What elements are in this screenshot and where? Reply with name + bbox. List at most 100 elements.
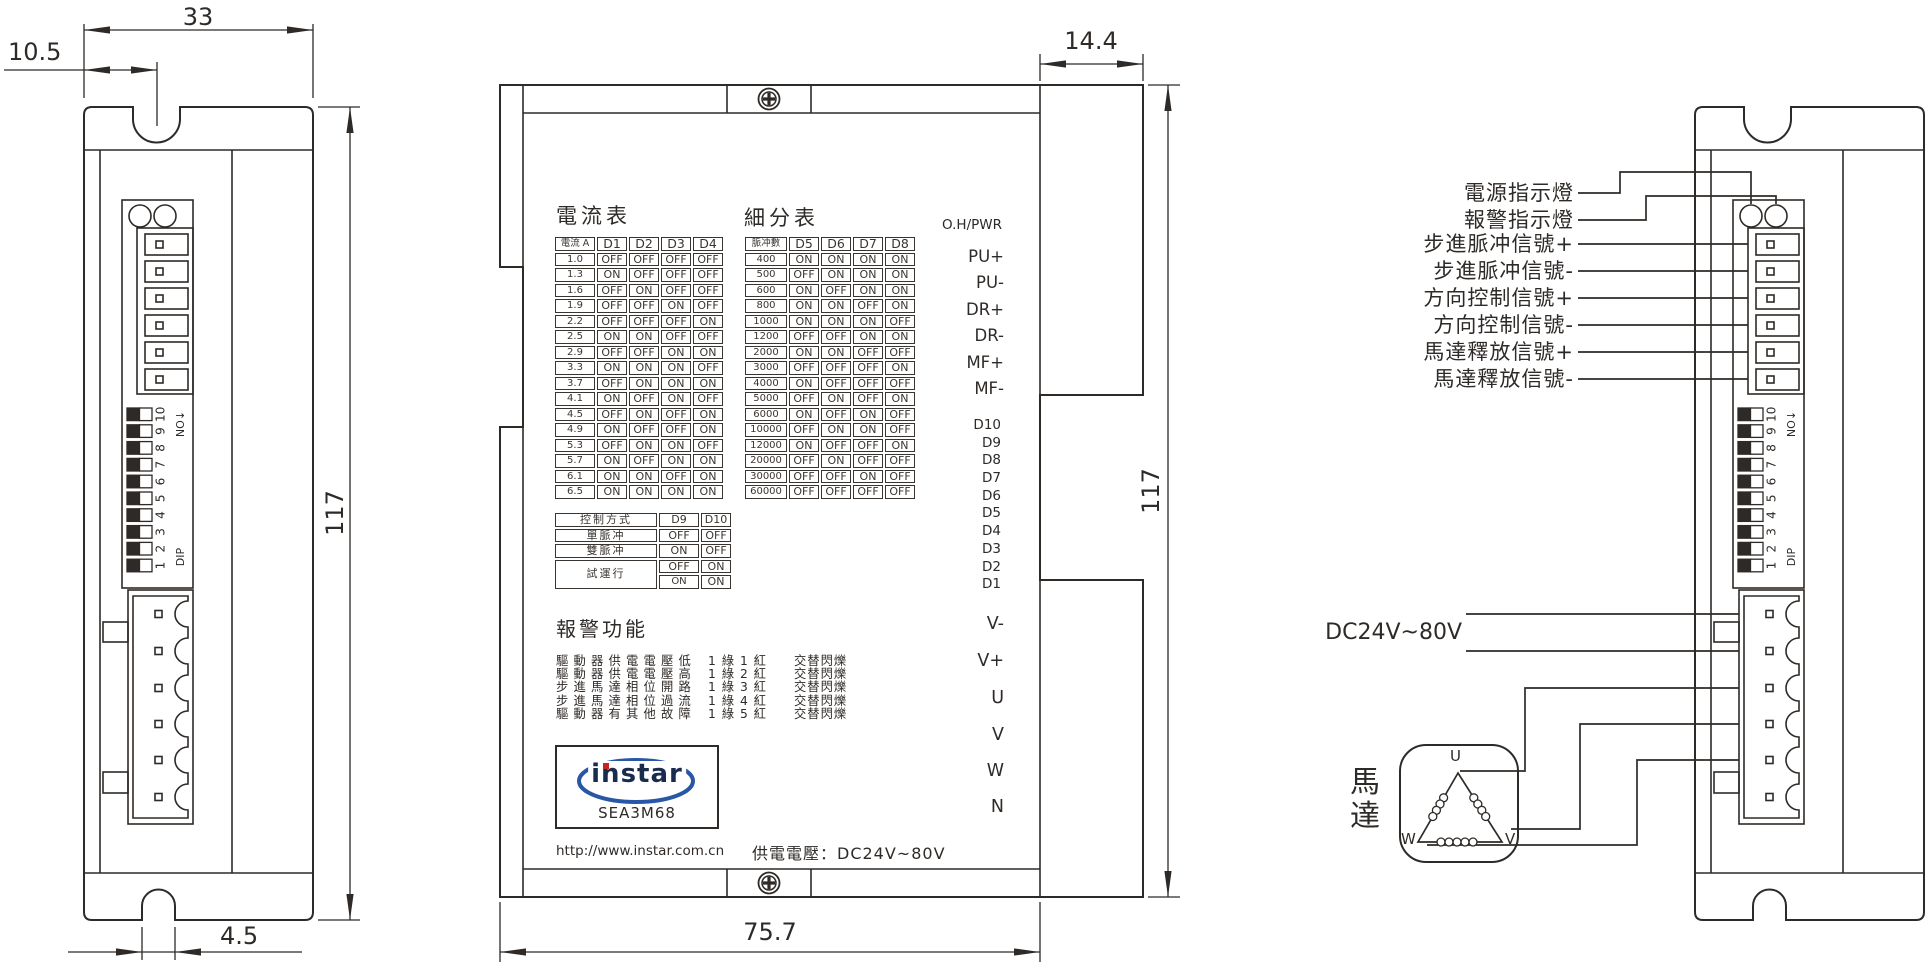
table-cell: OFF — [885, 314, 915, 328]
table-cell: ON — [661, 361, 691, 375]
alarm-title: 報警功能 — [556, 617, 648, 641]
table-cell: OFF — [821, 438, 851, 452]
table-cell: ON — [885, 299, 915, 313]
control-row-label: 試運行 — [555, 559, 657, 589]
alarm-condition: 步進馬達相位開路 — [556, 680, 696, 695]
label-pulse-plus: 步進脈冲信號+ — [1423, 232, 1574, 256]
right-side-view — [1694, 106, 1925, 921]
control-header-d10: D10 — [701, 513, 731, 527]
terminal-v-plus: V+ — [977, 651, 1004, 671]
table-cell: 60000 — [745, 485, 787, 499]
control-cell: ON — [659, 575, 699, 589]
logo-brand-text: instar — [588, 761, 686, 787]
table-cell: ON — [789, 283, 819, 297]
status-label: O.H/PWR — [942, 217, 1002, 233]
dim-height-left: 117 — [321, 490, 349, 536]
table-cell: OFF — [629, 299, 659, 313]
dim-offset-top: 10.5 — [8, 38, 62, 66]
table-cell: OFF — [597, 283, 627, 297]
alarm-row: 步進馬達相位過流 1 綠 4 紅 交替閃爍 — [556, 693, 847, 708]
table-cell: OFF — [789, 485, 819, 499]
terminal-v: V — [992, 725, 1004, 745]
alarm-signal: 1 綠 3 紅 — [708, 680, 767, 695]
table-cell: OFF — [597, 299, 627, 313]
terminal-d8: D8 — [982, 452, 1001, 468]
control-cell: ON — [701, 559, 731, 573]
table-cell: 2000 — [745, 345, 787, 359]
table-cell: ON — [661, 376, 691, 390]
label-dir-plus: 方向控制信號+ — [1423, 286, 1574, 310]
table-cell: OFF — [789, 423, 819, 437]
table-cell: 4.5 — [555, 407, 595, 421]
dimension-arrows — [84, 26, 1172, 956]
table-cell: ON — [821, 252, 851, 266]
table-cell: 1.9 — [555, 299, 595, 313]
table-cell: ON — [853, 268, 883, 282]
table-cell: ON — [693, 423, 723, 437]
table-cell: OFF — [693, 392, 723, 406]
table-cell: OFF — [789, 392, 819, 406]
alarm-signal: 1 綠 2 紅 — [708, 667, 767, 682]
table-cell: ON — [821, 345, 851, 359]
table-cell: OFF — [789, 361, 819, 375]
table-cell: ON — [629, 283, 659, 297]
terminal-d4: D4 — [982, 523, 1001, 539]
table-cell: ON — [789, 376, 819, 390]
dc-supply-label: DC24V~80V — [1325, 620, 1462, 645]
table-cell: 1.0 — [555, 252, 595, 266]
table-cell: ON — [661, 438, 691, 452]
table-cell: OFF — [789, 330, 819, 344]
table-cell: ON — [853, 330, 883, 344]
table-cell: ON — [853, 469, 883, 483]
alarm-condition: 驅動器供電電壓高 — [556, 667, 696, 682]
terminal-mf-plus: MF+ — [966, 353, 1004, 372]
wiring-lines — [1427, 171, 1777, 846]
table-cell: 2.2 — [555, 314, 595, 328]
alarm-condition: 驅動器供電電壓低 — [556, 654, 696, 668]
alarm-blink: 交替閃爍 — [794, 680, 848, 695]
table-cell: OFF — [885, 469, 915, 483]
table-cell: OFF — [661, 407, 691, 421]
table-cell: ON — [629, 361, 659, 375]
terminal-v-minus: V- — [986, 614, 1004, 634]
table-cell: ON — [885, 438, 915, 452]
current-table-title: 電流表 — [556, 204, 631, 228]
table-cell: 3000 — [745, 361, 787, 375]
alarm-condition: 步進馬達相位過流 — [556, 693, 696, 708]
table-cell: ON — [629, 469, 659, 483]
table-cell: OFF — [597, 345, 627, 359]
table-cell: ON — [821, 268, 851, 282]
table-cell: ON — [885, 330, 915, 344]
control-cell: OFF — [701, 544, 731, 558]
control-mode-table: 控制方式 D9 D10 單脈冲 OFF OFF 雙脈冲 ON OFF 試運行 O… — [553, 511, 733, 591]
table-cell: OFF — [661, 469, 691, 483]
front-view — [499, 84, 1144, 898]
table-cell: 5.3 — [555, 438, 595, 452]
motor-symbol — [1399, 744, 1519, 863]
terminal-d5: D5 — [982, 505, 1001, 521]
table-cell: 30000 — [745, 469, 787, 483]
table-cell: ON — [629, 376, 659, 390]
table-cell: OFF — [885, 485, 915, 499]
table-cell: OFF — [661, 283, 691, 297]
control-cell: OFF — [659, 559, 699, 573]
table-cell: ON — [597, 485, 627, 499]
alarm-row: 驅動器有其他故障 1 綠 5 紅 交替閃爍 — [556, 707, 847, 721]
table-cell: OFF — [821, 407, 851, 421]
table-cell: OFF — [629, 392, 659, 406]
table-cell: 600 — [745, 283, 787, 297]
table-cell: ON — [629, 438, 659, 452]
table-cell: ON — [693, 454, 723, 468]
table-cell: ON — [853, 252, 883, 266]
table-cell: 1.3 — [555, 268, 595, 282]
table-header-cell: D4 — [693, 237, 723, 251]
table-cell: ON — [661, 454, 691, 468]
table-cell: ON — [661, 299, 691, 313]
table-cell: 3.3 — [555, 361, 595, 375]
table-cell: OFF — [821, 283, 851, 297]
table-cell: OFF — [885, 454, 915, 468]
table-cell: ON — [853, 423, 883, 437]
table-cell: ON — [661, 485, 691, 499]
website-url: http://www.instar.com.cn — [556, 843, 725, 859]
